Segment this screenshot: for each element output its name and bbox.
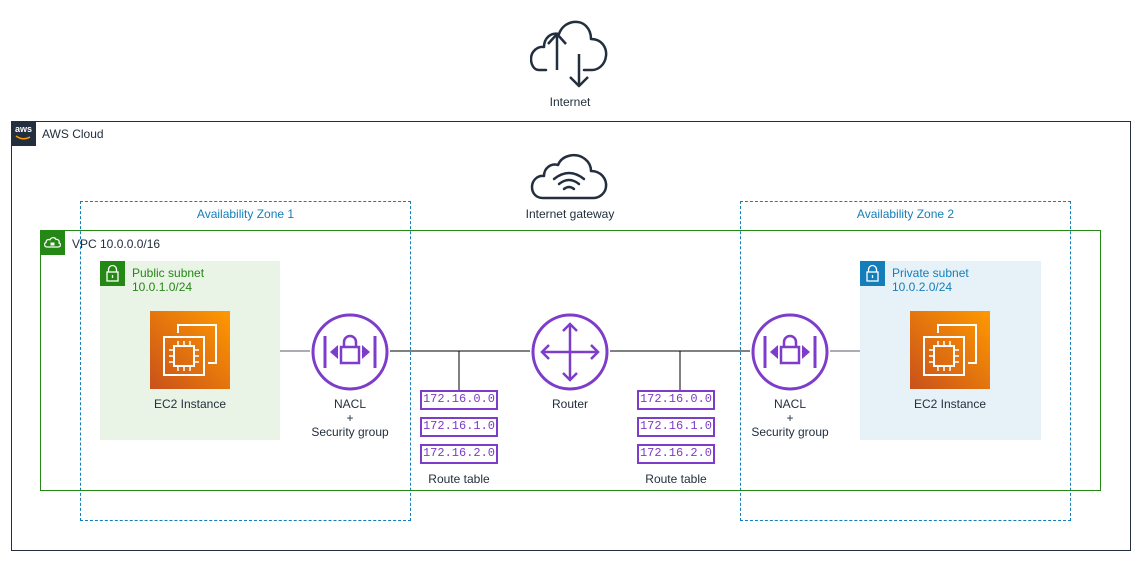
- route-table-right-entry: 172.16.2.0: [637, 444, 715, 464]
- private-subnet-title: Private subnet: [892, 266, 969, 280]
- ec2-instance-right-label: EC2 Instance: [913, 397, 987, 411]
- private-subnet-lock-icon: [860, 261, 885, 286]
- internet-gateway-icon: [530, 153, 608, 200]
- aws-cloud-group: [11, 121, 1131, 551]
- nacl-security-group-icon: [311, 313, 389, 391]
- aws-logo-text: aws: [14, 124, 32, 134]
- ec2-instance-left-label: EC2 Instance: [153, 397, 227, 411]
- route-table-left-entry: 172.16.2.0: [420, 444, 498, 464]
- internet-cloud-icon: [530, 20, 608, 88]
- availability-zone-2: [740, 201, 1071, 521]
- nacl-left-line3: Security group: [311, 425, 389, 439]
- nacl-security-group-icon: [751, 313, 829, 391]
- ec2-instance-icon: [150, 311, 230, 389]
- aws-logo-icon: aws: [11, 121, 36, 146]
- private-subnet-cidr: 10.0.2.0/24: [892, 280, 953, 294]
- public-subnet-title: Public subnet: [132, 266, 205, 280]
- route-table-right-entry: 172.16.0.0: [637, 390, 715, 410]
- vpc-label: VPC 10.0.0.0/16: [72, 237, 161, 251]
- availability-zone-2-label: Availability Zone 2: [856, 207, 955, 221]
- vpc-group: [40, 230, 1101, 491]
- public-subnet-lock-icon: [100, 261, 125, 286]
- route-table-left-entry: 172.16.1.0: [420, 417, 498, 437]
- internet-label: Internet: [549, 95, 591, 109]
- aws-cloud-label: AWS Cloud: [42, 127, 104, 141]
- router-label: Router: [551, 397, 589, 411]
- route-table-left-label: Route table: [428, 472, 490, 486]
- nacl-left-line1: NACL: [333, 397, 366, 411]
- route-table-right-entry: 172.16.1.0: [637, 417, 715, 437]
- route-table-right-label: Route table: [645, 472, 707, 486]
- availability-zone-1: [80, 201, 411, 521]
- internet-gateway-label: Internet gateway: [525, 207, 615, 221]
- vpc-cloud-lock-icon: [40, 230, 65, 255]
- nacl-left-line2: +: [346, 411, 354, 425]
- nacl-right-line2: +: [786, 411, 794, 425]
- public-subnet-cidr: 10.0.1.0/24: [132, 280, 193, 294]
- ec2-instance-icon: [910, 311, 990, 389]
- nacl-right-line1: NACL: [773, 397, 806, 411]
- router-icon: [531, 313, 609, 391]
- route-table-left-entry: 172.16.0.0: [420, 390, 498, 410]
- availability-zone-1-label: Availability Zone 1: [196, 207, 295, 221]
- nacl-right-line3: Security group: [751, 425, 829, 439]
